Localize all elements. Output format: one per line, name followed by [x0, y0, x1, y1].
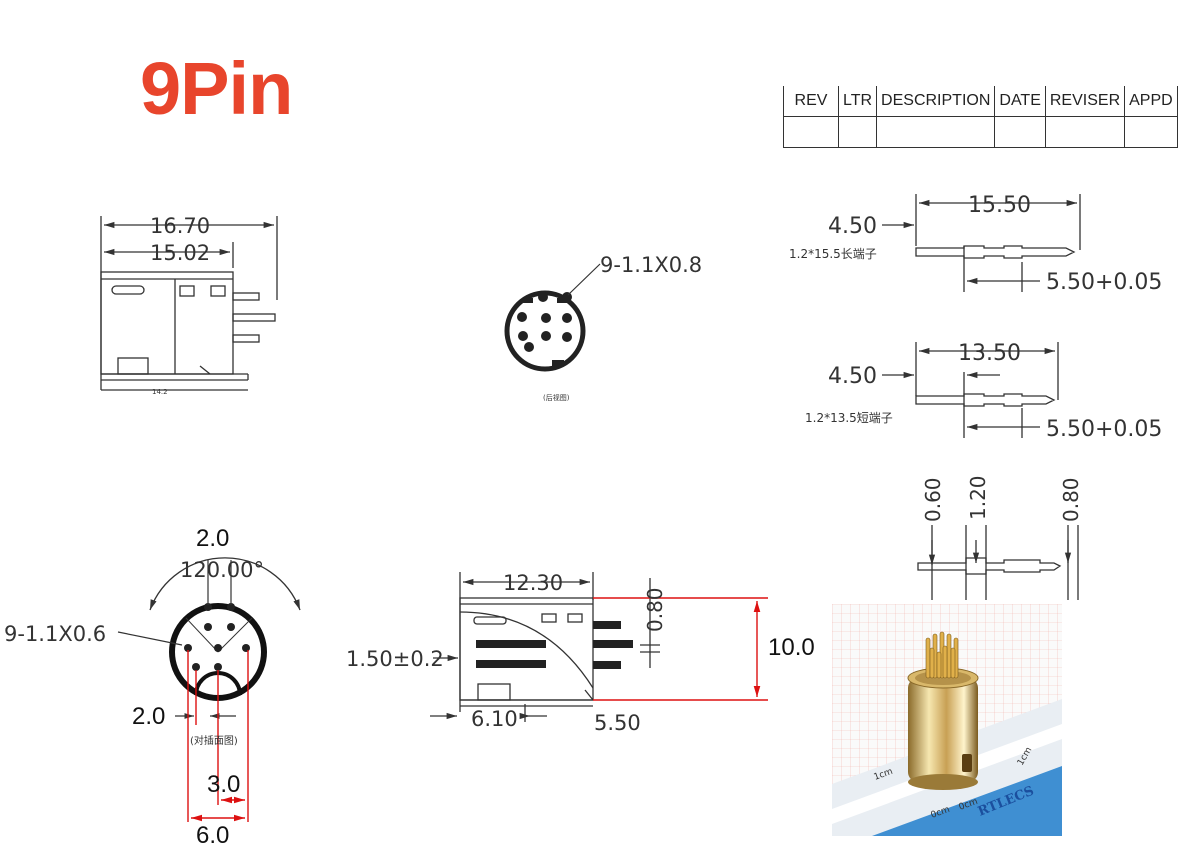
mating-pin-note: 9-1.1X0.6	[4, 622, 106, 646]
long-pin-offset: 4.50	[828, 214, 877, 239]
section-dim-height: 10.0	[768, 634, 815, 661]
side-view	[100, 216, 278, 391]
mating-pin-8	[192, 663, 200, 671]
pin-dim-c: 0.80	[1059, 477, 1083, 522]
section-view	[430, 572, 768, 722]
pin-4	[541, 313, 551, 323]
short-pin-offset: 4.50	[828, 364, 877, 389]
pin-dim-a: 0.60	[921, 477, 945, 522]
mating-pin-3	[204, 623, 212, 631]
mating-pin-9	[214, 663, 222, 671]
short-pin-label: 1.2*13.5短端子	[805, 411, 893, 425]
mating-angle: 120.00°	[180, 558, 264, 582]
mating-pin-7	[214, 644, 222, 652]
short-pin-tip: 5.50+0.05	[1046, 417, 1162, 442]
mating-pin-5	[184, 644, 192, 652]
pin-7	[541, 331, 551, 341]
page-title: 9Pin	[140, 47, 293, 130]
pin-1	[538, 292, 548, 302]
pin-9	[524, 342, 534, 352]
dim-overall-label: 16.70	[150, 214, 210, 238]
long-pin-tip: 5.50+0.05	[1046, 270, 1162, 295]
section-dim-width: 12.30	[503, 571, 563, 595]
rev-header: REV	[783, 86, 839, 117]
mating-pin-6	[242, 644, 250, 652]
dim-base-label: 14.2	[152, 388, 168, 396]
mating-caption: (对插面图)	[190, 734, 238, 747]
front-view	[504, 263, 601, 372]
section-dim-offset: 1.50±0.2	[346, 647, 444, 671]
product-photo: 1cm 0cm 0cm 1cm RTLECS	[832, 604, 1062, 836]
mating-dim-3: 3.0	[207, 771, 240, 798]
pin-5	[562, 313, 572, 323]
front-pin-note: 9-1.1X0.8	[600, 253, 702, 277]
pin-detail-drawing	[917, 525, 1079, 600]
mating-pin-1	[204, 603, 212, 611]
pin-dim-b: 1.20	[966, 475, 990, 520]
mating-pin-4	[227, 623, 235, 631]
pin-6	[518, 331, 528, 341]
long-pin-drawing	[882, 194, 1081, 292]
front-caption: (后视图)	[543, 393, 570, 402]
product-photo-art: 1cm 0cm 0cm 1cm RTLECS	[832, 604, 1062, 836]
mating-dim-top: 2.0	[196, 525, 229, 552]
long-pin-label: 1.2*15.5长端子	[789, 247, 877, 261]
section-dim-front: 6.10	[471, 707, 518, 731]
pin-8	[562, 332, 572, 342]
mating-dim-left: 2.0	[132, 703, 165, 730]
pin-2	[562, 292, 572, 302]
ltr-header: LTR	[837, 86, 878, 117]
short-pin-drawing	[882, 342, 1059, 438]
mating-pin-2	[227, 603, 235, 611]
mating-view	[117, 557, 301, 822]
pin-3	[517, 312, 527, 322]
appd-header: APPD	[1124, 86, 1178, 117]
revision-table: REV LTR DESCRIPTION DATE REVISER APPD	[783, 86, 1178, 148]
date-header: DATE	[994, 86, 1046, 117]
short-pin-total: 13.50	[958, 341, 1021, 366]
section-dim-back: 5.50	[594, 711, 641, 735]
dim-body-label: 15.02	[150, 241, 210, 265]
section-dim-pin: 0.80	[643, 587, 667, 632]
mating-dim-6: 6.0	[196, 822, 229, 849]
long-pin-total: 15.50	[968, 193, 1031, 218]
